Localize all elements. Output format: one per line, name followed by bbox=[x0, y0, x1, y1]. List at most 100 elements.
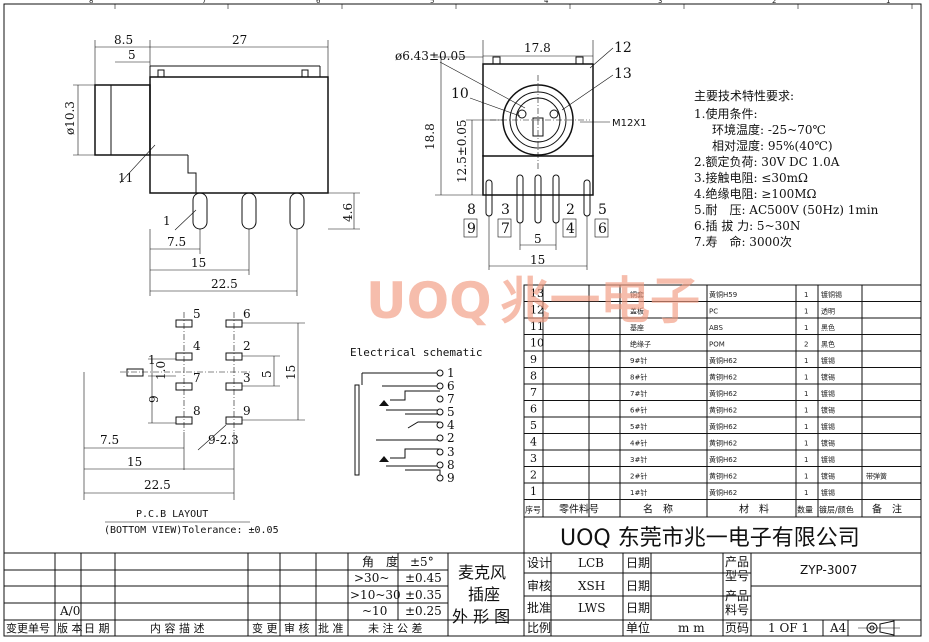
footer-label: 日 期 bbox=[84, 622, 110, 635]
footer-label: 变更单号 bbox=[6, 621, 50, 635]
bom-cell-qty: 1 bbox=[804, 390, 808, 398]
bom-cell-note: 带弹簧 bbox=[866, 472, 887, 481]
bom-cell-no: 1 bbox=[530, 485, 537, 498]
thread-m12x1: M12X1 bbox=[612, 118, 647, 129]
dim-15: 15 bbox=[191, 256, 206, 270]
dim-7-5: 7.5 bbox=[167, 235, 186, 249]
design-label: 设计 bbox=[527, 556, 551, 570]
front-view: ø6.43±0.05 17.8 18.8 12.5±0.05 5 15 M12X… bbox=[395, 40, 647, 270]
label-6: 6 bbox=[598, 221, 607, 237]
bom-cell-no: 13 bbox=[530, 287, 544, 300]
bom-cell-no: 4 bbox=[530, 436, 537, 449]
bom-cell-material: ABS bbox=[709, 324, 723, 332]
check-value: XSH bbox=[578, 579, 605, 593]
schematic-pin-6: 6 bbox=[447, 379, 455, 393]
bom-cell-finish: 镀锡 bbox=[821, 373, 835, 382]
bom-cell-no: 10 bbox=[530, 337, 544, 350]
dim-front-15: 15 bbox=[530, 253, 545, 267]
spec-line: 2.额定负荷: 30V DC 1.0A bbox=[694, 154, 840, 169]
bom-cell-name: 2#针 bbox=[630, 472, 647, 481]
bom-cell-material: PC bbox=[709, 308, 718, 316]
schematic-title: Electrical schematic bbox=[350, 346, 482, 359]
border-tick: 3 bbox=[658, 0, 662, 5]
pcb-pin-1: 1 bbox=[148, 353, 156, 367]
border-tick: 6 bbox=[316, 0, 321, 5]
schematic-pin-3: 3 bbox=[447, 445, 455, 459]
footer-label: 内 容 描 述 bbox=[150, 621, 205, 635]
bom-cell-finish: 镀锡 bbox=[821, 406, 835, 415]
footer-label: 变 更 bbox=[252, 621, 278, 635]
bom-cell-finish: 镀锡 bbox=[821, 422, 835, 431]
bom-cell-finish: 镀锡 bbox=[821, 455, 835, 464]
pcb-pin-8: 8 bbox=[193, 404, 201, 418]
spec-line: 6.插 拔 力: 5~30N bbox=[694, 218, 800, 233]
pcb-dim-15b: 15 bbox=[127, 455, 142, 469]
spec-line: 7.寿 命: 3000次 bbox=[694, 234, 792, 249]
bom-cell-name: 7#针 bbox=[630, 389, 647, 398]
label-12: 12 bbox=[614, 40, 632, 56]
side-view: 8.5 5 27 ø10.3 4.6 7.5 15 22.5 11 1 bbox=[63, 33, 360, 296]
bom-cell-no: 11 bbox=[530, 320, 544, 333]
bom-cell-material: 黄铜H62 bbox=[709, 373, 737, 382]
bom-header-finish: 镀层/颜色 bbox=[819, 505, 854, 515]
bom-cell-no: 6 bbox=[530, 403, 537, 416]
bom-cell-name: 8#针 bbox=[630, 373, 647, 382]
dim-5: 5 bbox=[128, 48, 136, 62]
pcb-dim-1-0: 1.0 bbox=[154, 361, 168, 380]
electrical-schematic: Electrical schematic 1 6 7 5 4 2 3 8 9 bbox=[350, 346, 482, 485]
bom-cell-material: 黄铜H62 bbox=[709, 488, 737, 497]
unit-value: m m bbox=[678, 621, 705, 635]
title-block: UOQ 东莞市兆一电子有限公司 角 度 ±5° >30~ ±0.45 >10~3… bbox=[4, 516, 922, 636]
approve-date-label: 日期 bbox=[626, 601, 650, 615]
bom-cell-qty: 1 bbox=[804, 440, 808, 448]
bom-cell-qty: 1 bbox=[804, 407, 808, 415]
spec-line: 1.使用条件: bbox=[694, 106, 758, 121]
tol-label-3: ~10 bbox=[362, 604, 387, 618]
product-name-1: 麦克风 bbox=[458, 563, 506, 582]
border-tick: 7 bbox=[202, 0, 206, 5]
design-value: LCB bbox=[578, 556, 604, 570]
spec-line: 环境温度: -25~70℃ bbox=[712, 122, 826, 137]
bom-cell-qty: 2 bbox=[804, 341, 808, 349]
border-tick: 2 bbox=[772, 0, 776, 5]
bom-header-name: 名 称 bbox=[643, 503, 673, 516]
bom-header-no: 序号 bbox=[525, 505, 541, 515]
bom-header-material: 材 料 bbox=[739, 503, 769, 516]
bom-cell-qty: 1 bbox=[804, 374, 808, 382]
border-tick: 1 bbox=[886, 0, 890, 5]
schematic-pin-8: 8 bbox=[447, 458, 455, 472]
label-10: 10 bbox=[451, 86, 469, 102]
part-label-2: 料号 bbox=[725, 603, 749, 617]
bom-cell-material: 黄铜H62 bbox=[709, 406, 737, 415]
spec-line: 5.耐 压: AC500V (50Hz) 1min bbox=[694, 203, 879, 217]
revision-value: A/0 bbox=[59, 604, 80, 618]
check-label: 审核 bbox=[527, 578, 551, 593]
bom-cell-name: 盖板 bbox=[630, 307, 644, 316]
dim-4-6: 4.6 bbox=[341, 203, 355, 222]
bom-cell-no: 8 bbox=[530, 370, 537, 383]
bom-cell-finish: 镀锡 bbox=[821, 472, 835, 481]
pcb-dim-9-2-3: 9-2.3 bbox=[208, 433, 239, 447]
bom-cell-qty: 1 bbox=[804, 456, 808, 464]
bom-cell-material: 黄铜H62 bbox=[709, 389, 737, 398]
bom-cell-name: 1#针 bbox=[630, 488, 647, 497]
bom-cell-finish: 镀锡 bbox=[821, 389, 835, 398]
tol-val-3: ±0.25 bbox=[405, 604, 442, 618]
bom-cell-qty: 1 bbox=[804, 489, 808, 497]
product-name-3: 外 形 图 bbox=[452, 607, 510, 626]
bom-cell-name: 铜套 bbox=[630, 290, 644, 299]
bom-cell-no: 12 bbox=[530, 304, 544, 317]
bom-cell-finish: 透明 bbox=[821, 308, 835, 316]
model-label-1: 产品 bbox=[725, 555, 749, 569]
schematic-pin-4: 4 bbox=[447, 418, 455, 432]
label-3: 3 bbox=[501, 202, 510, 218]
bom-cell-material: 黄铜H62 bbox=[709, 356, 737, 365]
bom-cell-name: 绝缘子 bbox=[630, 340, 651, 349]
pcb-pin-6: 6 bbox=[243, 307, 251, 321]
pcb-pin-2: 2 bbox=[243, 339, 251, 353]
label-4: 4 bbox=[566, 221, 575, 237]
bom-cell-finish: 镀锡 bbox=[821, 356, 835, 365]
schematic-pin-2: 2 bbox=[447, 431, 455, 445]
dim-12-5: 12.5±0.05 bbox=[455, 120, 469, 184]
tol-val-0: ±5° bbox=[410, 555, 434, 569]
